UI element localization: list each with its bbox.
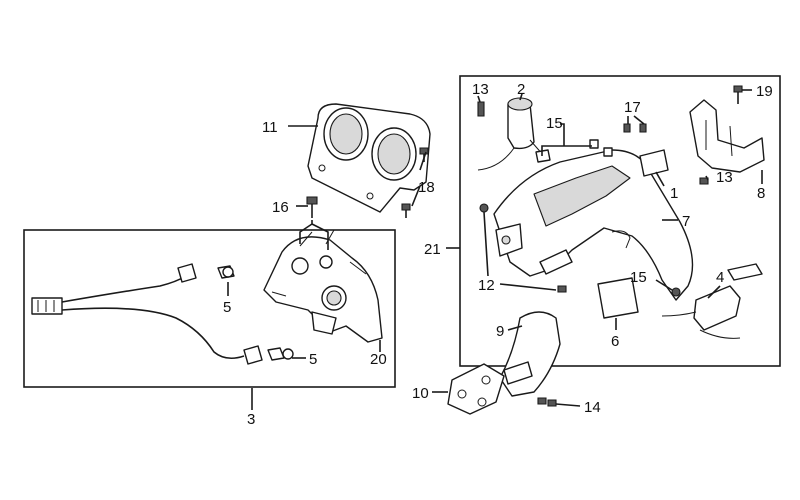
bulb-5-upper <box>217 265 235 279</box>
rear-fender-group-box <box>459 75 781 367</box>
label-18: 18 <box>418 179 435 196</box>
bolt-14 <box>537 397 557 407</box>
label-9: 9 <box>496 323 504 340</box>
headlight-housing-part <box>263 229 383 343</box>
label-8: 8 <box>757 185 765 202</box>
wire-harness-part <box>31 263 263 365</box>
meter-cover-part <box>307 103 431 213</box>
label-17: 17 <box>624 99 641 116</box>
screw-16 <box>306 196 318 218</box>
bolt-13-upper <box>477 101 485 117</box>
bracket-8-part <box>689 99 765 173</box>
actuator-2-part <box>477 97 551 171</box>
label-12: 12 <box>478 277 495 294</box>
label-5b: 5 <box>309 351 317 368</box>
label-19: 19 <box>756 83 773 100</box>
label-20: 20 <box>370 351 387 368</box>
label-2: 2 <box>517 81 525 98</box>
label-21: 21 <box>424 241 441 258</box>
bracket-9-part <box>499 311 561 397</box>
clip-15-upper <box>589 139 613 157</box>
bolt-13-lower <box>699 177 709 185</box>
nut-12 <box>479 203 567 293</box>
license-lamp-part <box>661 263 763 339</box>
bolt-19 <box>733 85 743 104</box>
label-5a: 5 <box>223 299 231 316</box>
leader-lines <box>227 89 763 410</box>
label-14: 14 <box>584 399 601 416</box>
label-4: 4 <box>716 269 724 286</box>
label-15a: 15 <box>546 115 563 132</box>
label-6: 6 <box>611 333 619 350</box>
rear-fender-part <box>493 149 694 301</box>
reflector-6-part <box>597 277 639 319</box>
label-10: 10 <box>412 385 429 402</box>
label-16: 16 <box>272 199 289 216</box>
label-3: 3 <box>247 411 255 428</box>
label-1: 1 <box>670 185 678 202</box>
bracket-10-part <box>447 363 505 415</box>
bulb-5-lower <box>267 347 294 361</box>
headlight-group-box <box>23 229 396 388</box>
label-7: 7 <box>682 213 690 230</box>
label-15b: 15 <box>630 269 647 286</box>
label-13a: 13 <box>472 81 489 98</box>
pad-1-part <box>639 149 669 177</box>
label-13b: 13 <box>716 169 733 186</box>
label-11: 11 <box>262 119 278 136</box>
screw-17 <box>623 123 647 133</box>
